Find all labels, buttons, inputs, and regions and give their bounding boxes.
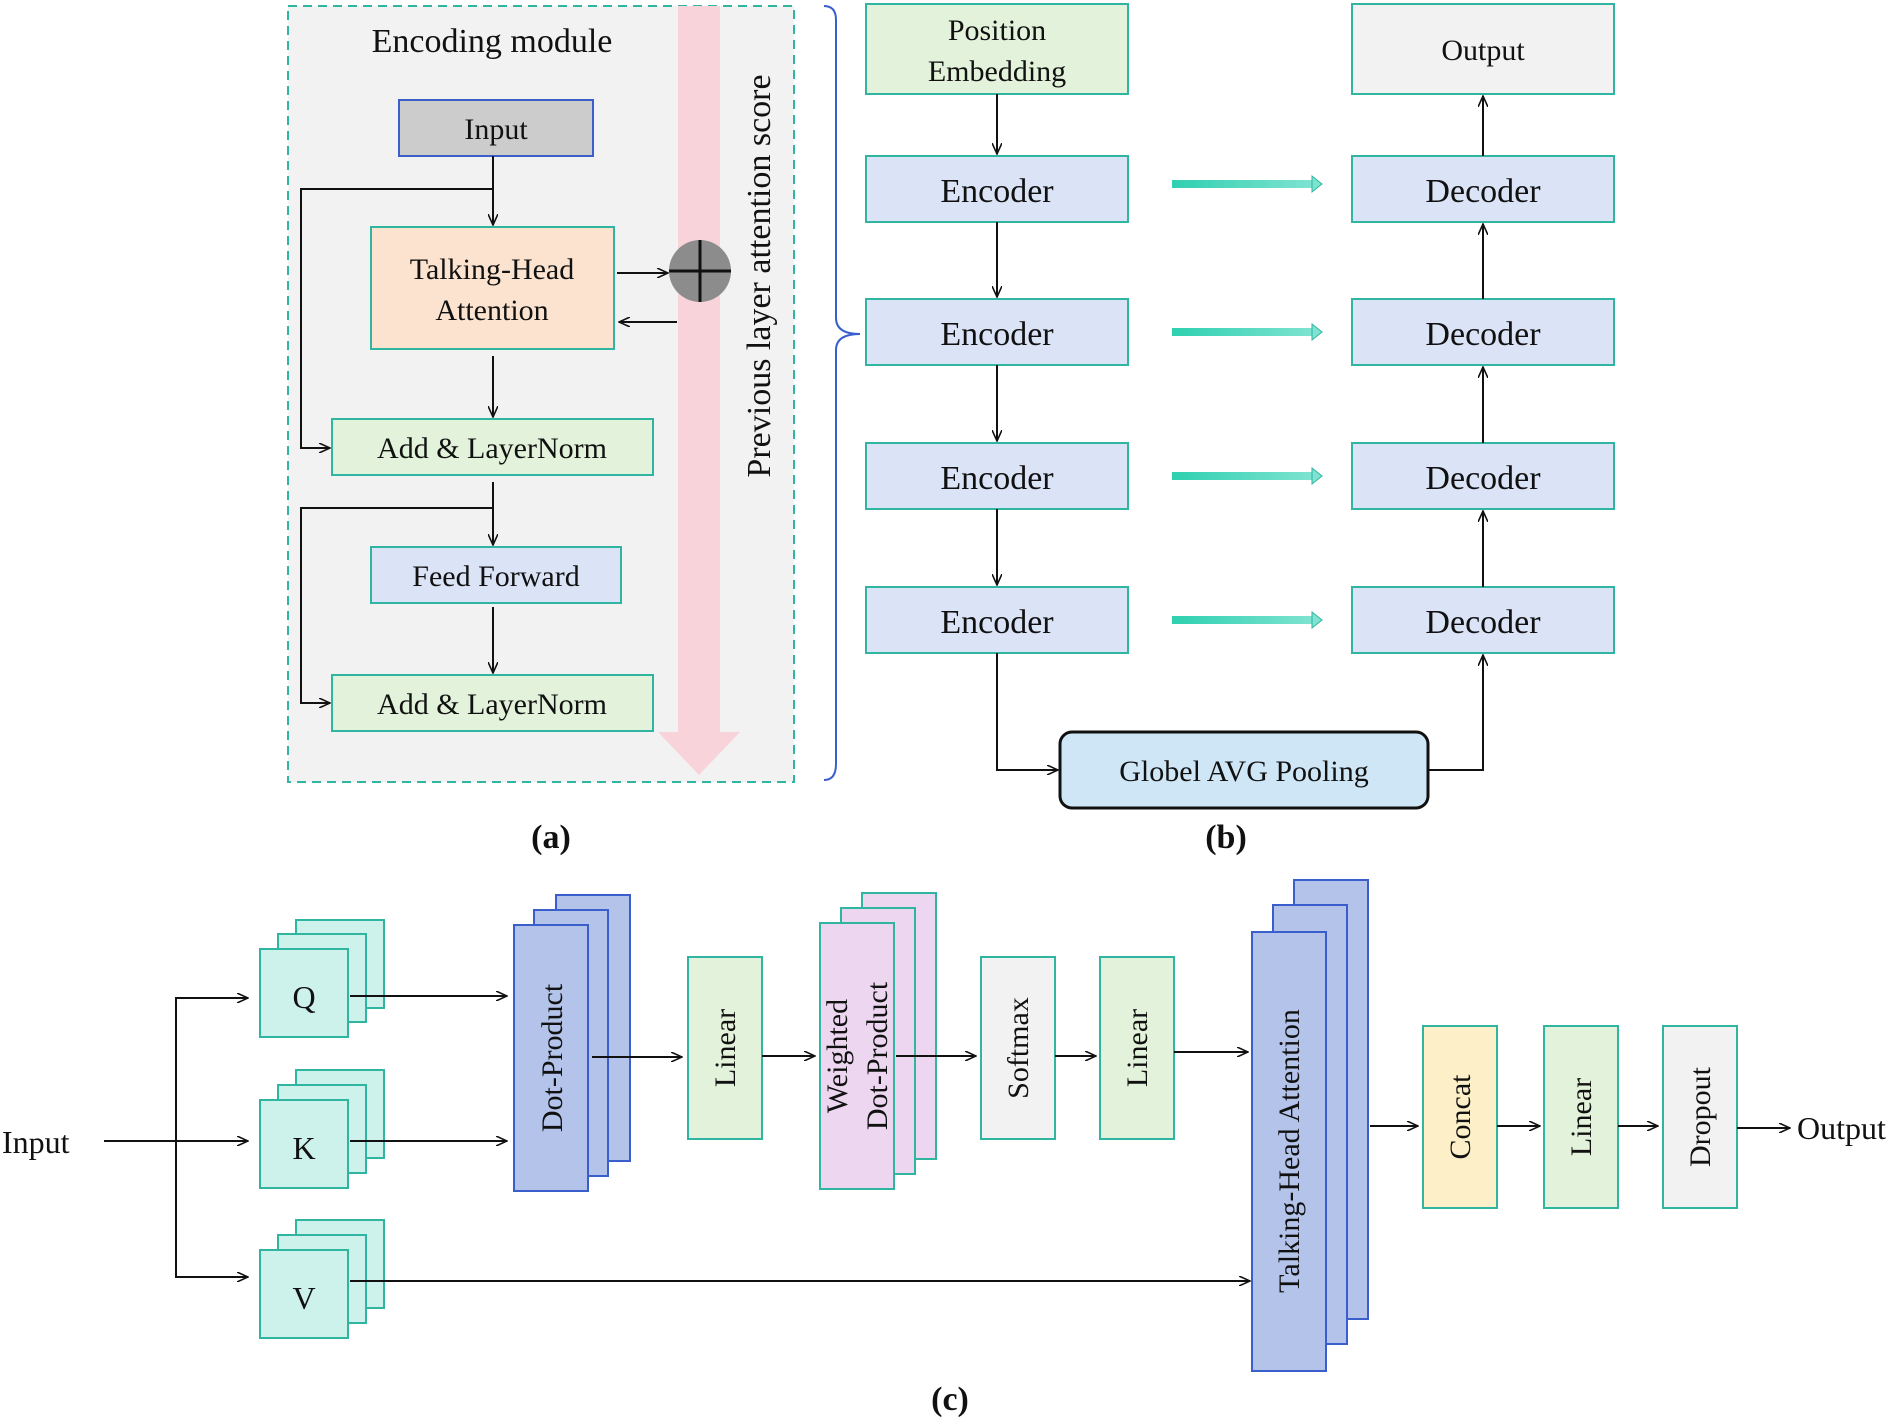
- encoder-label-3: Encoder: [940, 460, 1054, 497]
- linear-label-3: Linear: [1565, 1078, 1598, 1156]
- feed-forward-box: [370, 546, 622, 604]
- v-stack: [259, 1219, 385, 1339]
- linear-box-2: [1099, 956, 1175, 1140]
- dropout-label: Dropout: [1684, 1066, 1717, 1167]
- q-stack: [259, 919, 385, 1038]
- encoder-label-4: Encoder: [940, 604, 1054, 641]
- residual-1: [300, 188, 493, 448]
- talking-head-attention-box: [370, 226, 615, 350]
- residual-2: [300, 507, 493, 703]
- position-embedding-line1: Position: [948, 14, 1046, 47]
- add-layernorm-label-2: Add & LayerNorm: [377, 688, 607, 721]
- previous-score-label: Previous layer attention score: [741, 74, 778, 477]
- caption-c: (c): [931, 1381, 969, 1418]
- input-box: [398, 99, 594, 157]
- arrow-pooling-dec4: [1428, 655, 1483, 771]
- decoder-box-1: [1351, 155, 1615, 223]
- linear-box-1: [687, 956, 763, 1140]
- pooling-label: Globel AVG Pooling: [1119, 755, 1368, 788]
- linear-box-3: [1543, 1025, 1619, 1209]
- softmax-label: Softmax: [1002, 997, 1035, 1099]
- feed-forward-label: Feed Forward: [412, 560, 579, 593]
- panel-c: Input Q K V: [2, 879, 1886, 1418]
- decoder-label-1: Decoder: [1425, 173, 1541, 210]
- linear-label-1: Linear: [709, 1009, 742, 1087]
- encoder-label-1: Encoder: [940, 173, 1054, 210]
- talking-head-label: Talking-Head Attention: [1273, 1009, 1306, 1293]
- dot-product-stack: [513, 894, 631, 1192]
- dropout-box: [1662, 1025, 1738, 1209]
- panel-b: Position Embedding Output Encoder Encode…: [865, 3, 1615, 856]
- encoder-box-1: [865, 155, 1129, 223]
- add-layernorm-box-2: [331, 674, 654, 732]
- position-embedding-line2: Embedding: [928, 55, 1066, 88]
- skip-arrow-4: [1172, 610, 1323, 630]
- dot-product-label: Dot-Product: [536, 983, 569, 1132]
- output-text-c: Output: [1797, 1110, 1886, 1146]
- input-label: Input: [464, 113, 528, 146]
- encoder-box-4: [865, 586, 1129, 654]
- caption-a: (a): [531, 819, 571, 856]
- q-label: Q: [292, 979, 315, 1015]
- previous-score-arrow: [658, 6, 740, 775]
- decoder-label-3: Decoder: [1425, 460, 1541, 497]
- add-layernorm-box-1: [331, 418, 654, 476]
- softmax-box: [980, 956, 1056, 1140]
- attention-label-line1: Talking-Head: [410, 253, 575, 286]
- skip-arrow-2: [1172, 322, 1323, 342]
- panel-a-title: Encoding module: [372, 23, 613, 60]
- decoder-label-2: Decoder: [1425, 316, 1541, 353]
- v-label: V: [292, 1280, 315, 1316]
- encoder-label-2: Encoder: [940, 316, 1054, 353]
- skip-arrow-3: [1172, 466, 1323, 486]
- decoder-box-4: [1351, 586, 1615, 654]
- output-box: [1351, 3, 1615, 95]
- arrow-input-v: [175, 1141, 248, 1277]
- output-label: Output: [1441, 34, 1525, 67]
- arrow-input-q: [175, 998, 248, 1141]
- arrow-enc4-pooling: [996, 653, 1058, 770]
- encoder-box-2: [865, 298, 1129, 366]
- caption-b: (b): [1205, 819, 1247, 856]
- panel-a: Encoding module Input Talking-Head Atten…: [287, 5, 795, 856]
- input-text-c: Input: [2, 1124, 70, 1160]
- weighted-label-line1: Weighted: [821, 999, 854, 1113]
- panel-a-brace: [823, 5, 861, 781]
- k-stack: [259, 1069, 385, 1189]
- concat-box: [1422, 1025, 1498, 1209]
- linear-label-2: Linear: [1121, 1009, 1154, 1087]
- concat-label: Concat: [1444, 1074, 1477, 1160]
- attention-label-line2: Attention: [435, 294, 548, 327]
- talking-head-stack: [1251, 879, 1369, 1372]
- decoder-label-4: Decoder: [1425, 604, 1541, 641]
- weighted-label-line2: Dot-Product: [861, 981, 894, 1130]
- decoder-box-3: [1351, 442, 1615, 510]
- skip-arrow-1: [1172, 174, 1323, 194]
- add-layernorm-label-1: Add & LayerNorm: [377, 432, 607, 465]
- k-label: K: [292, 1130, 315, 1166]
- weighted-dot-product-stack: [819, 892, 937, 1190]
- decoder-box-2: [1351, 298, 1615, 366]
